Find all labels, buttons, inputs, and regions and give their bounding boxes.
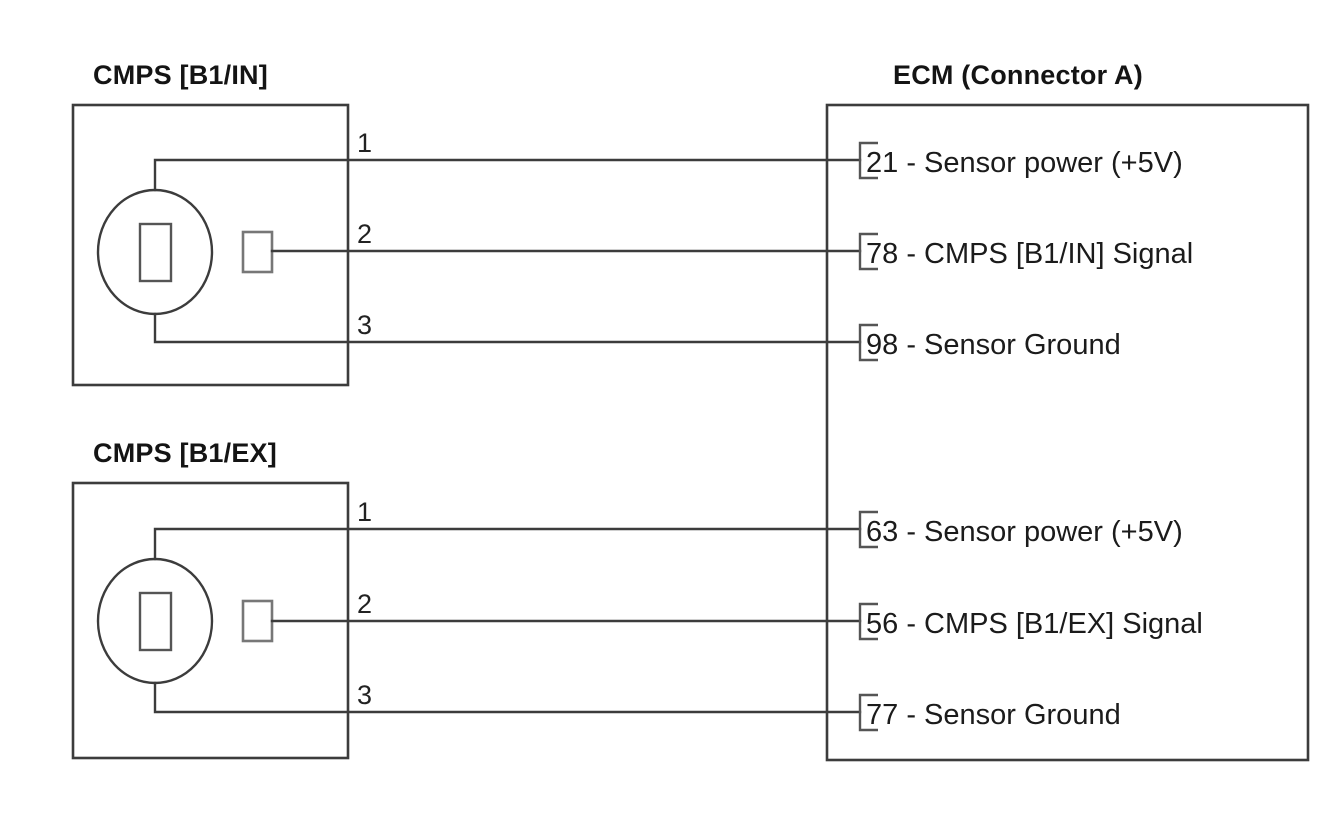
pin-number-cmps-b1-in-2: 2 xyxy=(357,219,372,249)
pin-number-cmps-b1-in-1: 1 xyxy=(357,128,372,158)
ecm-terminal-label-78: 78 - CMPS [B1/IN] Signal xyxy=(866,238,1193,270)
pin-number-cmps-b1-in-3: 3 xyxy=(357,310,372,340)
wire-cmps-b1-ex-pin1 xyxy=(153,527,862,561)
signal-terminal-cmps-b1-ex xyxy=(241,599,274,643)
pin-number-cmps-b1-ex-1: 1 xyxy=(357,497,372,527)
terminal-bracket-78-icon xyxy=(858,232,878,271)
wire-cmps-b1-in-pin3 xyxy=(153,312,862,344)
terminal-bracket-77-icon xyxy=(858,693,878,732)
connector-title-cmps-b1-ex: CMPS [B1/EX] xyxy=(93,438,277,468)
sensor-element-icon-ex xyxy=(138,591,173,652)
sensor-element-icon xyxy=(138,222,173,283)
ecm-terminal-label-21: 21 - Sensor power (+5V) xyxy=(866,147,1183,179)
terminal-bracket-21-icon xyxy=(858,141,878,180)
ecm-title: ECM (Connector A) xyxy=(893,60,1143,90)
terminal-bracket-56-icon xyxy=(858,602,878,641)
ecm-terminal-label-77: 77 - Sensor Ground xyxy=(866,699,1121,731)
connector-title-cmps-b1-in: CMPS [B1/IN] xyxy=(93,60,268,90)
ecm-terminal-label-56: 56 - CMPS [B1/EX] Signal xyxy=(866,608,1203,640)
wire-cmps-b1-ex-pin3 xyxy=(153,681,862,714)
connector-box-cmps-b1-in xyxy=(71,103,350,387)
ecm-terminal-label-63: 63 - Sensor power (+5V) xyxy=(866,516,1183,548)
signal-terminal-cmps-b1-in xyxy=(241,230,274,274)
terminal-bracket-63-icon xyxy=(858,510,878,549)
pin-number-cmps-b1-ex-2: 2 xyxy=(357,589,372,619)
pin-number-cmps-b1-ex-3: 3 xyxy=(357,680,372,710)
wire-cmps-b1-in-pin1 xyxy=(153,158,862,192)
ecm-terminal-label-98: 98 - Sensor Ground xyxy=(866,329,1121,361)
terminal-bracket-98-icon xyxy=(858,323,878,362)
ecm-box xyxy=(825,103,1310,762)
